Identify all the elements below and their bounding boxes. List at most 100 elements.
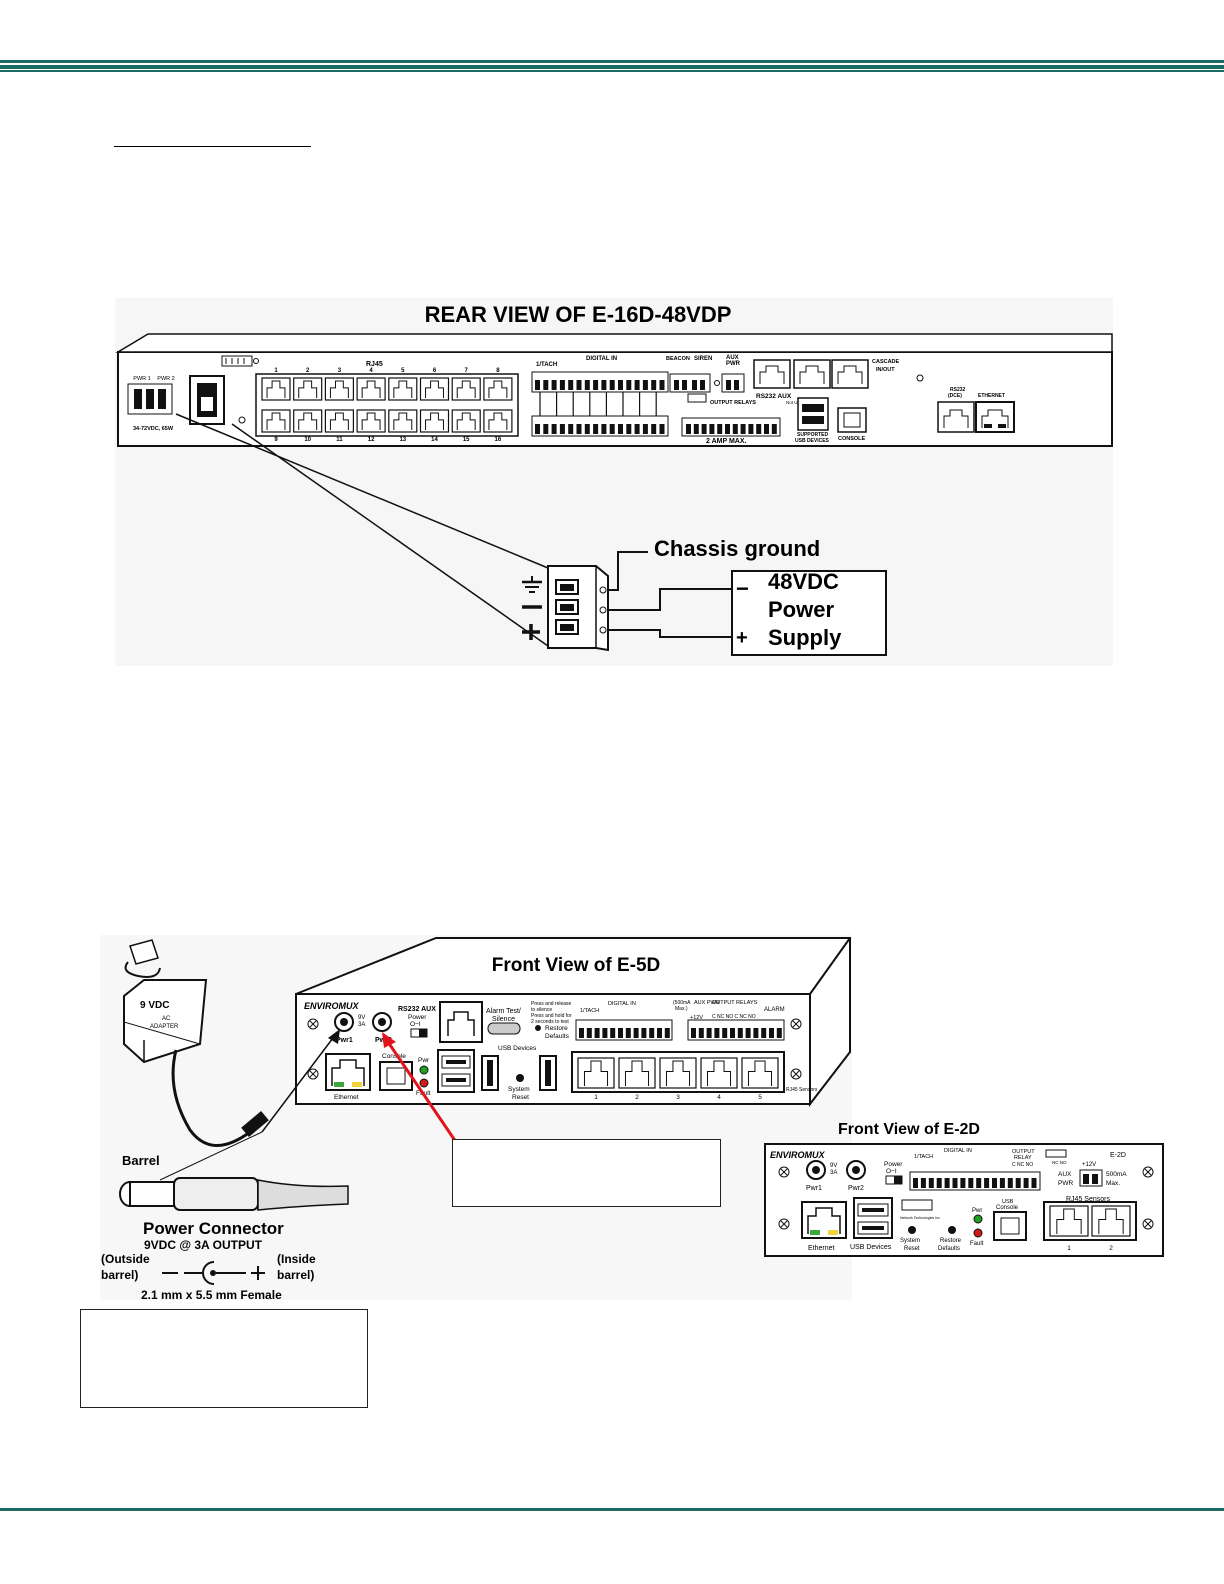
sensor-port-number: 2 [635, 1094, 639, 1101]
barrel-connector: Barrel [119, 1131, 349, 1211]
relay-pin [725, 424, 730, 434]
rj45-port [324, 409, 354, 433]
e5d-system-reset[interactable] [516, 1074, 524, 1082]
svg-text:Network Technologies Inc: Network Technologies Inc [900, 1216, 940, 1220]
svg-text:PWR 1: PWR 1 [133, 376, 150, 382]
relay-pin [764, 424, 769, 434]
terminal-pin [944, 1178, 950, 1188]
svg-text:ENVIROMUX: ENVIROMUX [770, 1150, 826, 1160]
sensor-port-number: 3 [676, 1094, 680, 1101]
e2d-fault-led [973, 1228, 983, 1238]
rj45-port-number: 3 [338, 368, 342, 374]
pwr1-jack[interactable]: Pwr1 [334, 1012, 354, 1044]
rj45-port [356, 409, 386, 433]
ethernet-port-rear: ETHERNET [975, 393, 1015, 433]
svg-text:2 seconds to test: 2 seconds to test [531, 1019, 569, 1025]
svg-text:E-2D: E-2D [1110, 1152, 1126, 1159]
terminal-pin [609, 380, 615, 390]
rear-view-title: REAR VIEW OF E-16D-48VDP [425, 302, 732, 327]
svg-text:Reset: Reset [512, 1094, 529, 1101]
svg-text:System: System [508, 1086, 530, 1093]
svg-text:System: System [900, 1238, 920, 1244]
svg-text:Fault: Fault [970, 1241, 984, 1247]
svg-text:BEACON: BEACON [666, 356, 690, 362]
svg-text:Reset: Reset [904, 1246, 920, 1252]
terminal-pin [576, 424, 582, 434]
terminal-pin [761, 1028, 767, 1038]
relay-pin [693, 424, 699, 434]
svg-text:Pwr1: Pwr1 [806, 1185, 822, 1192]
svg-text:1/TACH: 1/TACH [580, 1008, 599, 1014]
rj45-port [419, 377, 450, 401]
svg-text:Ethernet: Ethernet [808, 1245, 835, 1252]
rj45-port [483, 377, 513, 401]
front-view-e5d-figure: Front View of E-5D ENVIROMUX Pwr1 9V 3A … [100, 935, 852, 1302]
svg-text:OUTPUT RELAYS: OUTPUT RELAYS [712, 1000, 758, 1006]
e5d-terminal-blocks [579, 1028, 782, 1038]
rj45-port-number: 13 [399, 437, 406, 443]
svg-text:OUTPUT RELAYS: OUTPUT RELAYS [710, 400, 756, 406]
rj45-port-number: 14 [431, 437, 438, 443]
rear-view-figure: REAR VIEW OF E-16D-48VDP PWR 1 PWR 2 34-… [115, 298, 1113, 666]
power-connector-title: Power Connector [143, 1219, 284, 1238]
svg-text:Restore: Restore [545, 1025, 568, 1032]
rj45-port [388, 377, 418, 401]
svg-text:Power: Power [884, 1161, 903, 1168]
svg-text:(DCE): (DCE) [948, 393, 962, 399]
terminal-pin [984, 1178, 990, 1188]
terminal-pin [706, 1028, 712, 1038]
terminal-pin [618, 424, 623, 434]
svg-text:NC NO: NC NO [1052, 1160, 1067, 1165]
e2d-pwr2-jack[interactable]: Pwr2 [846, 1160, 866, 1192]
svg-text:9V: 9V [358, 1015, 365, 1021]
e2d-ethernet-port: Ethernet [801, 1201, 847, 1252]
terminal-pin [593, 380, 599, 390]
terminal-pin [610, 1028, 616, 1038]
svg-text:DIGITAL IN: DIGITAL IN [944, 1148, 972, 1154]
terminal-pin [651, 424, 657, 434]
e5d-pwr-led [419, 1065, 429, 1075]
terminal-pin [1031, 1178, 1037, 1188]
svg-text:Press and release: Press and release [531, 1001, 572, 1007]
svg-text:Pwr2: Pwr2 [848, 1185, 864, 1192]
chassis-ground-label: Chassis ground [654, 536, 820, 561]
power-switch[interactable] [189, 375, 225, 425]
sensor-port-number: 4 [717, 1094, 721, 1101]
relay-pin [771, 424, 777, 434]
svg-text:DIGITAL IN: DIGITAL IN [608, 1001, 636, 1007]
terminal-pin [586, 1028, 592, 1038]
ac-adapter: 9 VDC AC ADAPTER [123, 939, 208, 1064]
e2d-restore-defaults[interactable] [948, 1226, 956, 1234]
svg-text:PWR: PWR [726, 361, 741, 367]
relay-pin [701, 424, 707, 434]
restore-defaults-button[interactable] [535, 1025, 541, 1031]
terminal-pin [753, 1028, 759, 1038]
terminal-pin [976, 1178, 982, 1188]
terminal-pin [928, 1178, 934, 1188]
svg-text:Pwr1: Pwr1 [336, 1037, 353, 1044]
e5d-title: Front View of E-5D [492, 955, 661, 976]
rj45-port-number: 1 [274, 368, 278, 374]
terminal-pin [664, 1028, 670, 1038]
terminal-pin [543, 380, 549, 390]
e2d-title: Front View of E-2D [838, 1121, 980, 1138]
svg-text:to silence: to silence [531, 1007, 552, 1013]
rs232-aux-port: RS232 AUX Not Used [753, 359, 805, 405]
sensor-port [1091, 1205, 1131, 1237]
terminal-pin [641, 1028, 647, 1038]
svg-text:RS232: RS232 [950, 387, 966, 393]
alarm-silence-button[interactable] [487, 1022, 521, 1035]
front-view-e2d-figure: Front View of E-2D ENVIROMUX E-2D Pwr1 9… [764, 1121, 1164, 1257]
e2d-system-reset[interactable] [908, 1226, 916, 1234]
terminal-pin [691, 1028, 696, 1038]
cascade-ports: CASCADE IN/OUT [793, 359, 900, 389]
terminal-pin [576, 380, 582, 390]
svg-text:+12V: +12V [690, 1015, 703, 1021]
terminal-pin [618, 1028, 623, 1038]
terminal-pin [601, 424, 607, 434]
e2d-pwr1-jack[interactable]: Pwr1 [806, 1160, 826, 1192]
terminal-pin [960, 1178, 966, 1188]
svg-text:RJ45: RJ45 [366, 361, 383, 368]
e5d-usb-ports: USB Devices [437, 1045, 557, 1093]
